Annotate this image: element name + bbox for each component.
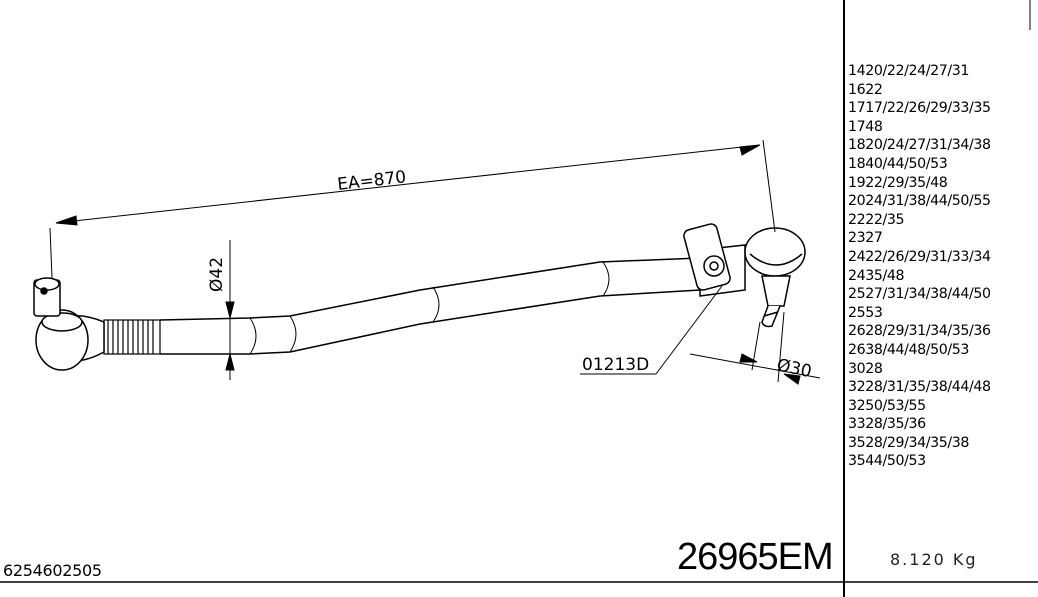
dimension-length-line xyxy=(49,139,776,279)
application-item: 2327 xyxy=(848,230,883,247)
dimension-pin-diameter-line xyxy=(689,311,821,385)
application-item: 2435/48 xyxy=(848,267,905,284)
weight-value: 8.120 Kg xyxy=(890,550,978,569)
application-item: 1922/29/35/48 xyxy=(848,174,948,191)
component-ref-leader xyxy=(580,285,723,375)
application-item: 2222/35 xyxy=(848,211,905,228)
application-item: 3228/31/35/38/44/48 xyxy=(848,379,991,396)
dimension-pin-diameter-label: Ø30 xyxy=(775,355,813,382)
application-item: 2628/29/31/34/35/36 xyxy=(848,323,991,340)
right-ball-joint xyxy=(683,223,806,328)
application-item: 2553 xyxy=(848,304,883,321)
part-number: 26965EM xyxy=(677,536,834,578)
application-item: 1840/44/50/53 xyxy=(848,155,948,172)
application-item: 3528/29/34/35/38 xyxy=(848,434,970,451)
application-item: 1748 xyxy=(848,118,883,135)
application-item: 3250/53/55 xyxy=(848,397,926,414)
drag-link-tube xyxy=(159,257,701,355)
application-item: 1622 xyxy=(848,81,883,98)
oe-number: 6254602505 xyxy=(3,561,102,580)
application-item: 3028 xyxy=(848,360,883,377)
dimension-tube-diameter-line xyxy=(225,240,235,380)
component-ref-label: 01213D xyxy=(582,355,649,375)
application-list: 1420/22/24/27/31 1622 1717/22/26/29/33/3… xyxy=(848,62,1033,471)
left-ball-joint xyxy=(33,277,105,371)
application-item: 1820/24/27/31/34/38 xyxy=(848,137,991,154)
application-item: 3328/35/36 xyxy=(848,416,926,433)
dimension-tube-diameter-label: Ø42 xyxy=(207,257,227,292)
application-item: 1717/22/26/29/33/35 xyxy=(848,100,991,117)
application-item: 1420/22/24/27/31 xyxy=(848,63,970,79)
application-item: 2638/44/48/50/53 xyxy=(848,341,970,358)
application-item: 2527/31/34/38/44/50 xyxy=(848,286,991,303)
threaded-section xyxy=(103,319,161,355)
application-item: 2024/31/38/44/50/55 xyxy=(848,193,991,210)
application-item: 3544/50/53 xyxy=(848,453,926,470)
dimension-length-label: EA=870 xyxy=(336,167,407,195)
application-item: 2422/26/29/31/33/34 xyxy=(848,248,991,265)
